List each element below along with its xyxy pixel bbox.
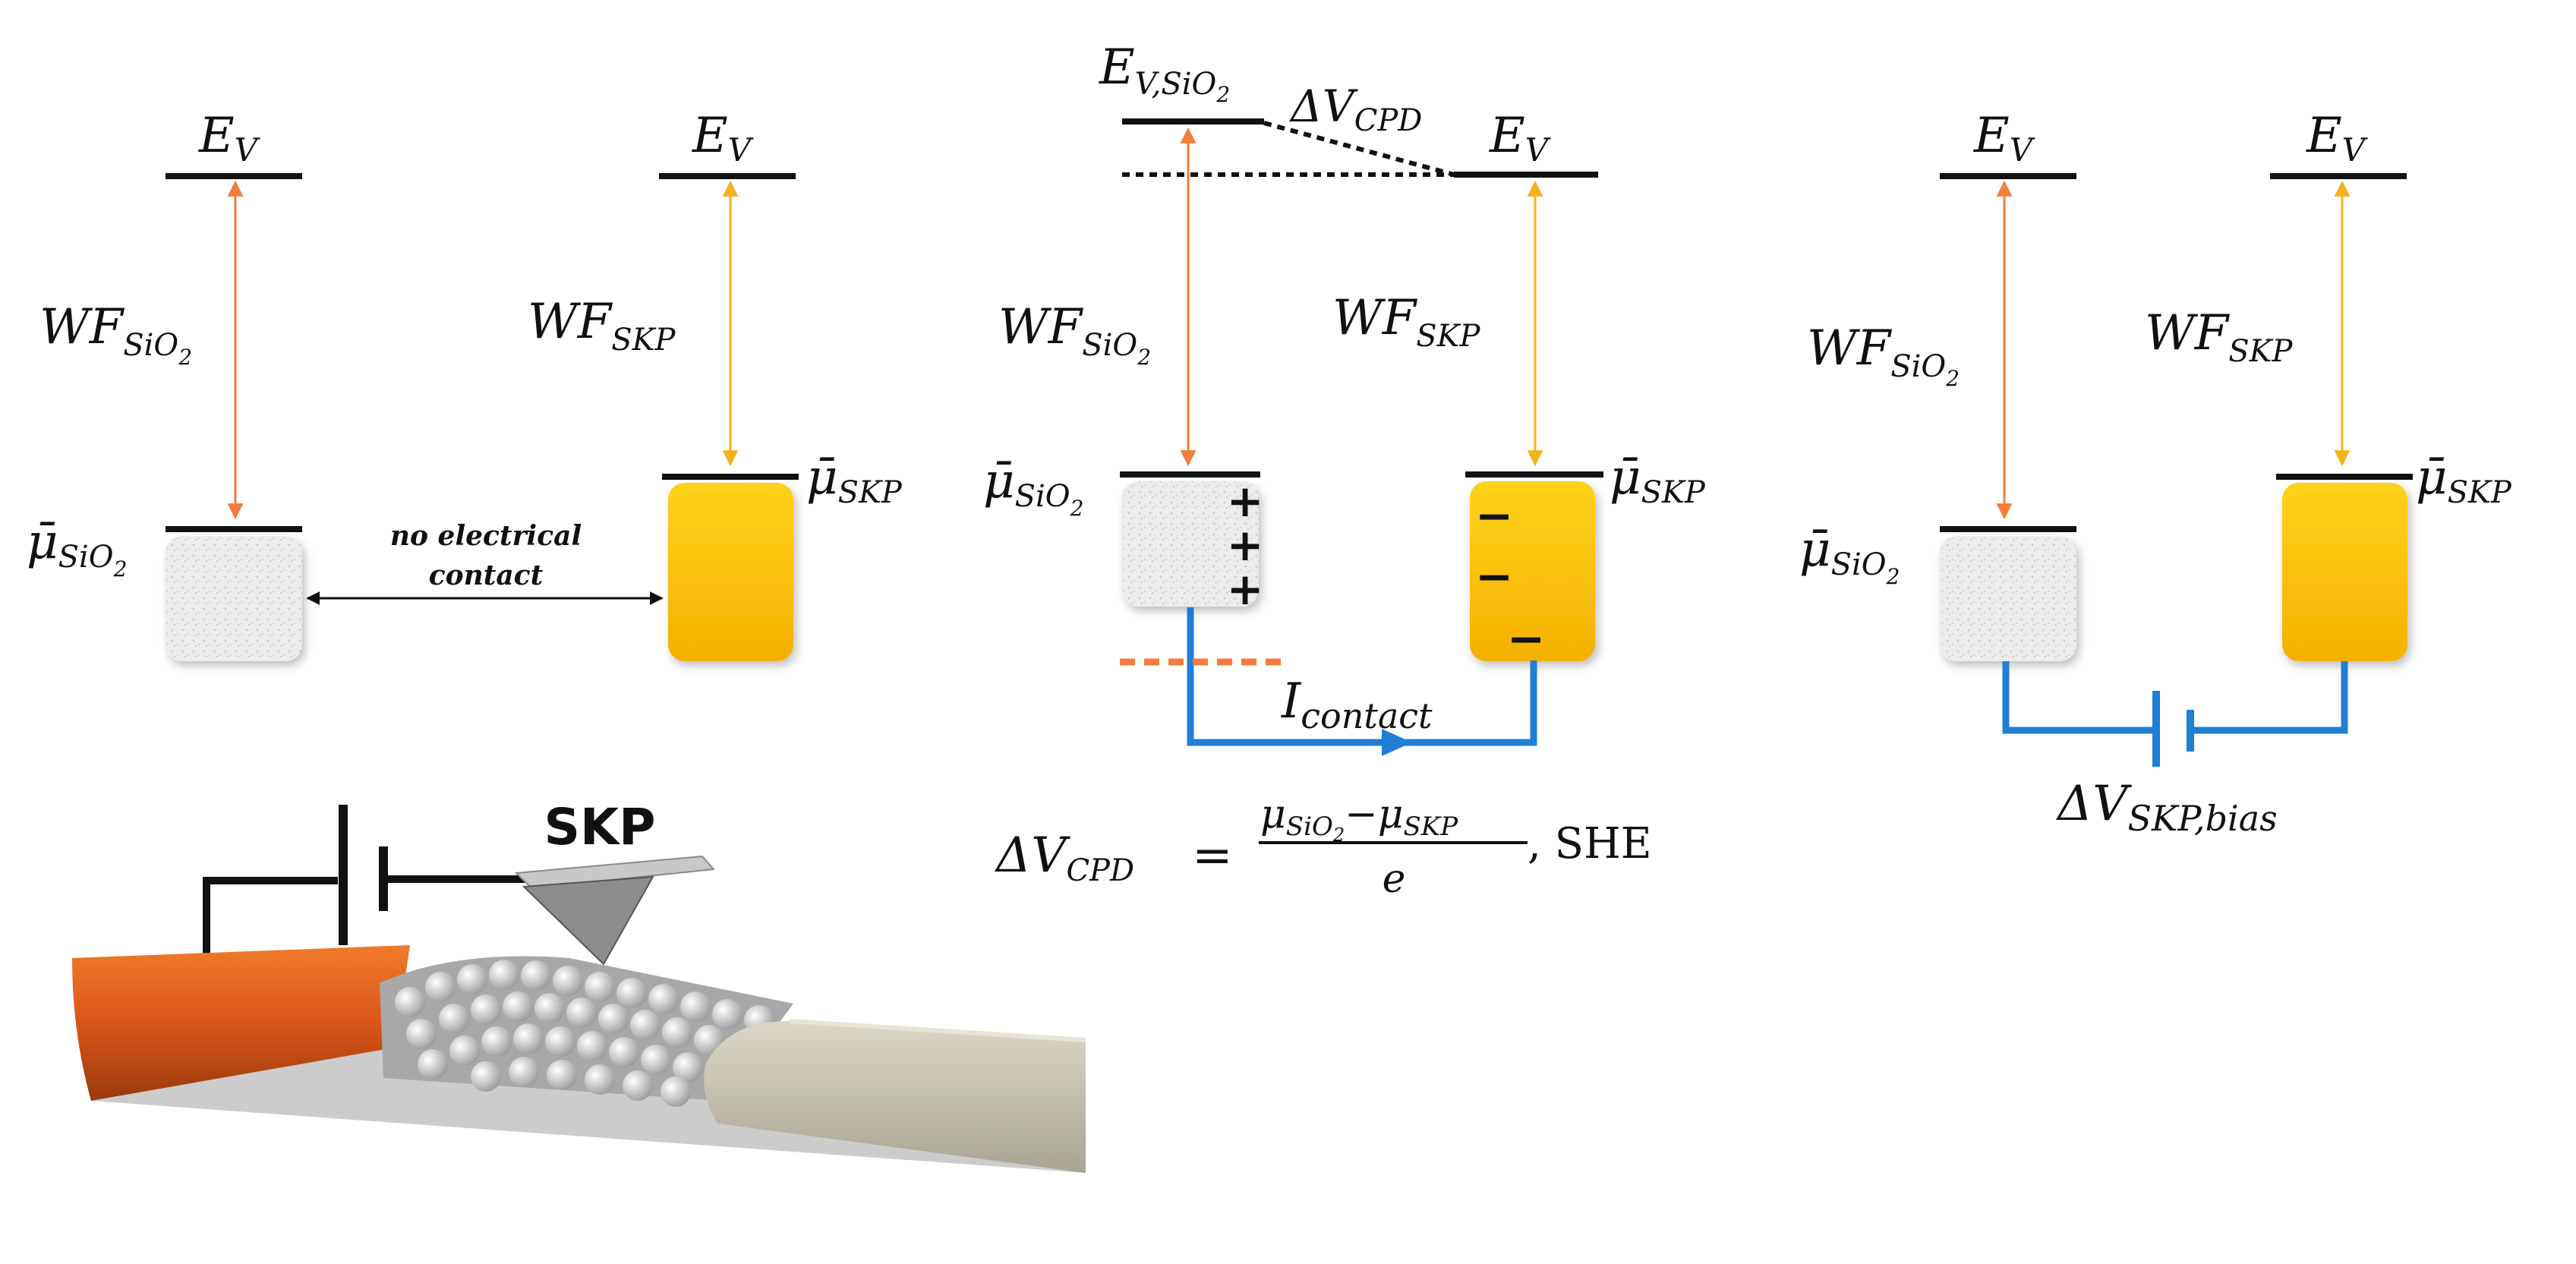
minus-charge-2: − [1475, 550, 1513, 604]
wf-skp-label-2: WFSKP [1332, 290, 1480, 354]
mu-sio2-label-3: μ̄SiO2 [1799, 522, 1900, 589]
cpd-dotted-slope [1263, 121, 1455, 177]
sio2-block [166, 536, 302, 661]
probe-label: SKP [544, 798, 655, 856]
formula-numerator: μSiO2−μSKP [1260, 792, 1458, 846]
current-arrow-head [1382, 729, 1412, 756]
no-contact-label-line1: no electrical [390, 520, 582, 552]
insulation-segment [704, 1021, 1086, 1173]
formula-denominator: e [1383, 856, 1406, 902]
formula-tail: , SHE [1528, 819, 1652, 868]
plus-charge-3: + [1227, 563, 1264, 615]
panel-contact: EV,SiO2 ΔVCPD EV WFSiO2 WFSKP μ̄SiO2 + +… [983, 39, 1706, 902]
cpd-formula: ΔVCPD = μSiO2−μSKP e , SHE [994, 792, 1652, 902]
bias-wire-right [2190, 661, 2348, 734]
skp-block [668, 483, 793, 661]
probe-cantilever [514, 855, 716, 890]
mu-sio2-label-2: μ̄SiO2 [983, 453, 1083, 521]
formula-equals: = [1192, 827, 1233, 884]
ev-label-skp-2: EV [1489, 108, 1551, 169]
delta-v-skp-bias-label: ΔVSKP,bias [2055, 776, 2278, 839]
no-contact-label-line2: contact [429, 560, 544, 591]
copper-wire-segment [72, 945, 410, 1101]
mu-skp-label-3: μ̄SKP [2416, 449, 2512, 510]
contact-wire [1187, 607, 1537, 746]
wf-sio2-label-3: WFSiO2 [1807, 320, 1960, 391]
panel-bias: EV WFSiO2 μ̄SiO2 EV WFSKP μ̄SKP ΔVSKP,bi… [1799, 108, 2512, 839]
ev-label-skp: EV [692, 108, 754, 169]
ev-label-sio2-3: EV [1973, 108, 2035, 169]
i-contact-label: Icontact [1281, 673, 1433, 736]
delta-vcpd-label: ΔVCPD [1289, 80, 1422, 138]
insulation-highlight [789, 1019, 1086, 1042]
sample-illustration: SKP [72, 798, 1086, 1173]
wf-skp-label: WFSKP [528, 294, 676, 358]
skp-block-2 [1470, 481, 1595, 661]
sio2-block-2 [1122, 481, 1259, 607]
probe-tip [522, 875, 654, 966]
panel-no-contact: EV WFSiO2 μ̄SiO2 EV WFSKP μ̄SKP no elect… [27, 108, 903, 661]
wf-sio2-label: WFSiO2 [39, 299, 192, 370]
bias-wire-left [2002, 661, 2156, 734]
formula-lhs: ΔVCPD [994, 827, 1134, 888]
mu-sio2-label: μ̄SiO2 [27, 514, 127, 582]
ev-label-skp-3: EV [2306, 108, 2368, 169]
minus-charge-3: − [1507, 613, 1545, 666]
sio2-block-3 [1940, 536, 2076, 661]
minus-charge-1: − [1475, 490, 1513, 543]
ev-label-sio2: EV [198, 108, 260, 169]
ev-sio2-label: EV,SiO2 [1099, 39, 1230, 107]
plus-charge-1: + [1227, 475, 1264, 527]
skp-block-3 [2282, 483, 2407, 661]
mu-skp-label: μ̄SKP [806, 449, 903, 510]
plus-charge-2: + [1227, 519, 1264, 571]
wf-sio2-label-2: WFSiO2 [998, 299, 1151, 370]
mu-skp-label-2: μ̄SKP [1610, 449, 1706, 510]
probe-circuit-wire-left [203, 877, 338, 987]
wf-skp-label-3: WFSKP [2145, 305, 2293, 369]
